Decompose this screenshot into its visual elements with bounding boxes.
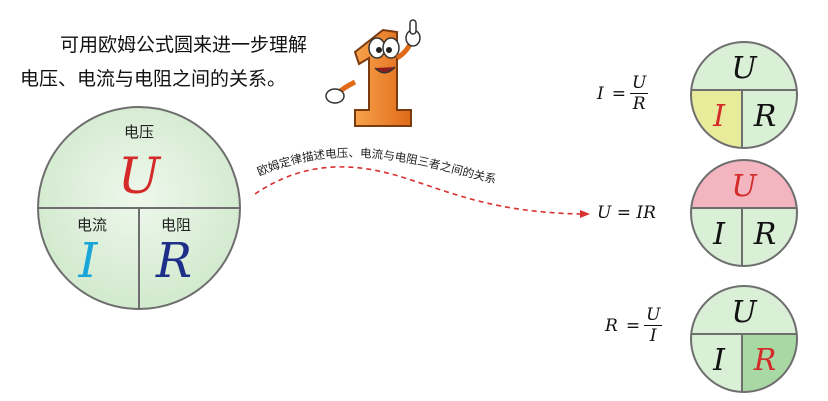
formula-voltage: U = IR bbox=[597, 203, 656, 223]
left-symbol: I bbox=[712, 99, 726, 134]
voltage-label: 电压 bbox=[124, 123, 154, 141]
formula-eq: = bbox=[625, 315, 641, 336]
formula-lhs: I bbox=[597, 83, 604, 104]
small-circle-resistance: U I R bbox=[690, 285, 798, 393]
right-symbol: R bbox=[753, 343, 777, 378]
formula-numerator: U bbox=[644, 305, 663, 326]
dashed-arrow-line bbox=[254, 166, 581, 215]
small-circle-voltage: U I R bbox=[690, 159, 798, 267]
formula-current: I = U R bbox=[597, 73, 649, 114]
current-symbol: I bbox=[78, 233, 99, 289]
arrow-caption: 欧姆定律描述电压、电流与电阻三者之间的关系 bbox=[255, 146, 498, 186]
formula-denominator: R bbox=[632, 94, 646, 114]
intro-line-2: 电压、电流与电阻之间的关系。 bbox=[20, 68, 287, 90]
formula-denominator: I bbox=[649, 326, 657, 346]
relation-arrow: 欧姆定律描述电压、电流与电阻三者之间的关系 bbox=[254, 146, 590, 218]
left-symbol: I bbox=[712, 343, 726, 378]
formula-lhs: R bbox=[605, 315, 618, 336]
ohm-law-circle: 电压 U 电流 I 电阻 R bbox=[37, 106, 241, 310]
top-symbol: U bbox=[731, 169, 758, 204]
small-circle-current: U I R bbox=[690, 41, 798, 149]
right-symbol: R bbox=[753, 217, 777, 252]
svg-text:欧姆定律描述电压、电流与电阻三者之间的关系: 欧姆定律描述电压、电流与电阻三者之间的关系 bbox=[255, 146, 498, 186]
left-symbol: I bbox=[712, 217, 726, 252]
formula-numerator: U bbox=[629, 73, 649, 94]
intro-line-1: 可用欧姆公式圆来进一步理解 bbox=[60, 34, 308, 56]
mascot-number-one bbox=[325, 19, 421, 127]
current-label: 电流 bbox=[77, 216, 107, 234]
resistance-label: 电阻 bbox=[161, 216, 191, 234]
formula-eq: = bbox=[611, 83, 626, 104]
top-symbol: U bbox=[731, 51, 758, 86]
top-symbol: U bbox=[731, 295, 758, 330]
right-symbol: R bbox=[753, 99, 777, 134]
arrow-head-icon bbox=[580, 210, 590, 218]
intro-text: 可用欧姆公式圆来进一步理解 电压、电流与电阻之间的关系。 bbox=[20, 28, 350, 96]
formula-resistance: R = U I bbox=[605, 305, 663, 346]
resistance-symbol: R bbox=[155, 233, 192, 289]
voltage-symbol: U bbox=[118, 147, 162, 205]
